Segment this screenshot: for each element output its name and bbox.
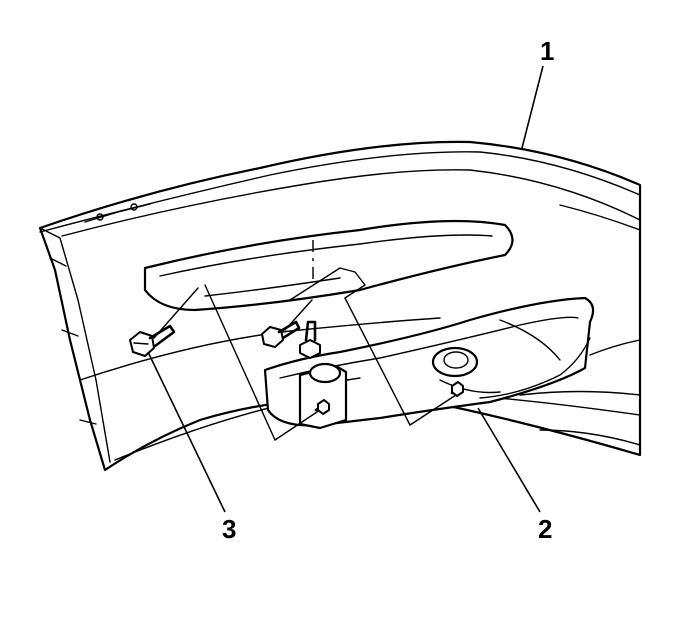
- bracket-fasteners: [314, 381, 464, 415]
- callout-1-label: 1: [540, 36, 554, 66]
- callout-2-label: 2: [538, 514, 552, 544]
- callout-3-label: 3: [222, 514, 236, 544]
- bolt-left: [129, 324, 176, 357]
- bolt-vertical: [299, 320, 321, 359]
- bracket-assembly: [263, 296, 595, 430]
- installation-lines: [153, 240, 457, 441]
- callout-leaders: [147, 65, 544, 513]
- bolt-center: [261, 320, 301, 348]
